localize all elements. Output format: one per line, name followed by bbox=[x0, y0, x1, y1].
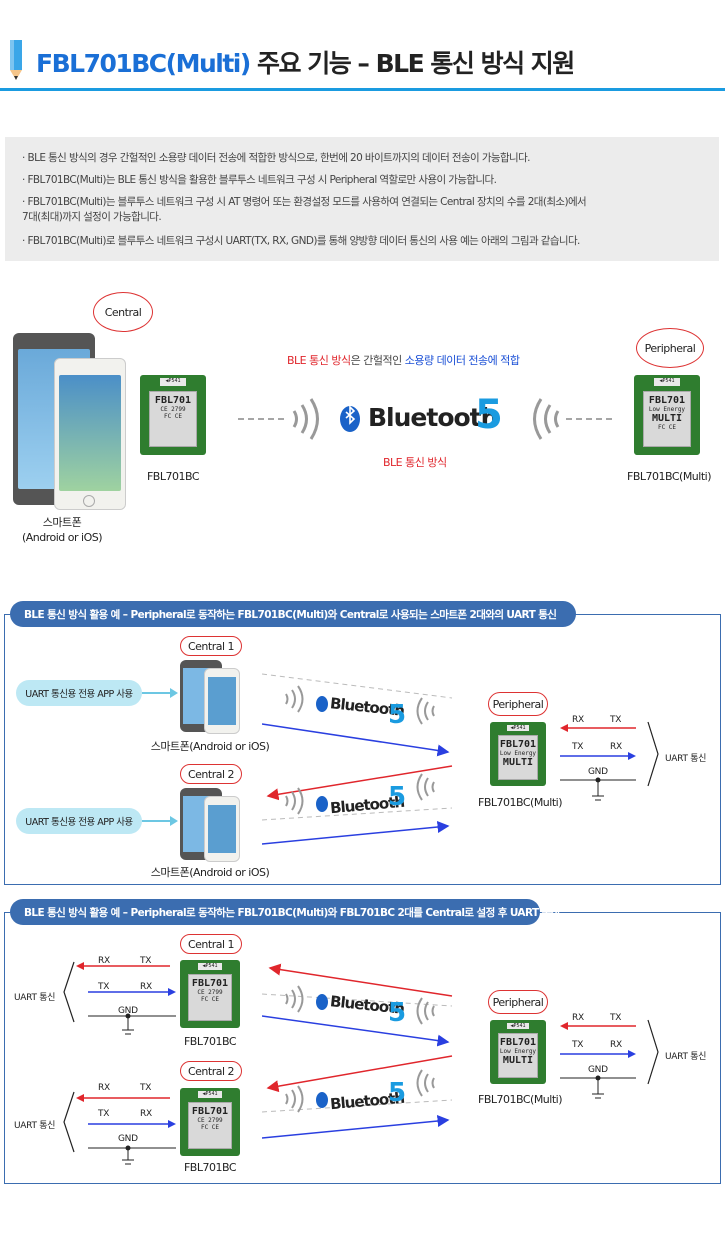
gnd-label-s2a: GND bbox=[118, 1006, 138, 1016]
peripheral-badge-s2: Peripheral bbox=[488, 990, 548, 1014]
gnd-label-s1: GND bbox=[588, 767, 608, 777]
uart-wiring-s2b bbox=[63, 1091, 176, 1165]
ble-tagline: BLE 통신 방식은 간헐적인 소용량 데이터 전송에 적합 bbox=[287, 354, 520, 367]
uart-label-s2c: UART 통신 bbox=[665, 1052, 707, 1062]
arrow-to-phone-2 bbox=[142, 816, 178, 826]
peripheral-badge: Peripheral bbox=[636, 328, 704, 368]
note-1: · BLE 통신 방식의 경우 간헐적인 소용량 데이터 전송에 적합한 방식으… bbox=[22, 152, 530, 164]
module-left-label: FBL701BC bbox=[146, 470, 200, 483]
tx-label-s2b: TX bbox=[98, 982, 110, 992]
uart-wiring-s2c bbox=[560, 1019, 659, 1099]
module-label-s2a: FBL701BC bbox=[183, 1035, 237, 1048]
module-right-label: FBL701BC(Multi) bbox=[626, 470, 712, 483]
rx-label-s1b: RX bbox=[610, 742, 622, 752]
rx-label-s2e: RX bbox=[572, 1013, 584, 1023]
note-3: · FBL701BC(Multi)는 블루투스 네트워크 구성 시 AT 명령어… bbox=[22, 196, 587, 208]
rx-label-s2a: RX bbox=[98, 956, 110, 966]
title-underline bbox=[0, 88, 725, 91]
phone-2-iphone bbox=[204, 796, 240, 862]
bluetooth-version: 5 bbox=[475, 392, 503, 438]
app-button-2[interactable]: UART 통신용 전용 APP 사용 bbox=[16, 808, 142, 834]
section2-link-arrows bbox=[262, 963, 453, 1139]
central1-badge: Central 1 bbox=[180, 636, 242, 656]
bluetooth-link-overview bbox=[238, 398, 614, 440]
bt-version-s1b: 5 bbox=[388, 782, 406, 812]
gnd-label-s2b: GND bbox=[118, 1134, 138, 1144]
app-button-1[interactable]: UART 통신용 전용 APP 사용 bbox=[16, 680, 142, 706]
note-4: · FBL701BC(Multi)로 블루투스 네트워크 구성시 UART(TX… bbox=[22, 235, 580, 247]
uart-label-s2b: UART 통신 bbox=[14, 1121, 56, 1131]
peripheral-badge-s1: Peripheral bbox=[488, 692, 548, 716]
pencil-icon bbox=[10, 40, 22, 80]
tx-label-s2c: TX bbox=[140, 1083, 152, 1093]
central2-badge: Central 2 bbox=[180, 764, 242, 784]
title-model: FBL701BC(Multi) bbox=[36, 49, 251, 78]
peripheral-module-label-s2: FBL701BC(Multi) bbox=[477, 1093, 563, 1106]
rx-label-s2c: RX bbox=[98, 1083, 110, 1093]
peripheral-module-label-s1: FBL701BC(Multi) bbox=[477, 796, 563, 809]
rx-label-s2d: RX bbox=[140, 1109, 152, 1119]
note-3b: 7대(최대)까지 설정이 가능합니다. bbox=[22, 211, 162, 223]
section1-link-arrows bbox=[262, 673, 453, 845]
note-2: · FBL701BC(Multi)는 BLE 통신 방식을 활용한 블루투스 네… bbox=[22, 174, 497, 186]
rx-label-s1a: RX bbox=[572, 715, 584, 725]
tx-label-s2f: TX bbox=[572, 1040, 584, 1050]
arrow-to-phone-1 bbox=[142, 688, 178, 698]
section2-title: BLE 통신 방식 활용 예 – Peripheral로 동작하는 FBL701… bbox=[10, 899, 560, 925]
uart-label-s2a: UART 통신 bbox=[14, 993, 56, 1003]
central2-badge-s2: Central 2 bbox=[180, 1061, 242, 1081]
title-rest: 주요 기능 – BLE 통신 방식 지원 bbox=[257, 49, 575, 78]
rx-label-s2f: RX bbox=[610, 1040, 622, 1050]
uart-wiring-s1 bbox=[560, 721, 659, 801]
iphone bbox=[54, 358, 126, 510]
tx-label-s2e: TX bbox=[610, 1013, 622, 1023]
bt-version-s1a: 5 bbox=[388, 700, 406, 730]
phone-label-1: 스마트폰(Android or iOS) bbox=[150, 740, 270, 753]
central-badge: Central bbox=[93, 292, 153, 332]
page-title: FBL701BC(Multi) 주요 기능 – BLE 통신 방식 지원 bbox=[36, 44, 575, 80]
section1-title: BLE 통신 방식 활용 예 – Peripheral로 동작하는 FBL701… bbox=[10, 601, 576, 627]
tx-label-s1b: TX bbox=[572, 742, 584, 752]
bt-version-s2b: 5 bbox=[388, 1078, 406, 1108]
rx-label-s2b: RX bbox=[140, 982, 152, 992]
ble-caption: BLE 통신 방식 bbox=[383, 456, 447, 469]
gnd-label-s2c: GND bbox=[588, 1065, 608, 1075]
phone-label-2: 스마트폰(Android or iOS) bbox=[150, 866, 270, 879]
phone-1-iphone bbox=[204, 668, 240, 734]
notes-box: · BLE 통신 방식의 경우 간헐적인 소용량 데이터 전송에 적합한 방식으… bbox=[5, 137, 719, 261]
module-label-s2b: FBL701BC bbox=[183, 1161, 237, 1174]
bluetooth-wordmark: Bluetooth bbox=[368, 403, 498, 432]
uart-label-s1: UART 통신 bbox=[665, 754, 707, 764]
tx-label-s1a: TX bbox=[610, 715, 622, 725]
central1-badge-s2: Central 1 bbox=[180, 934, 242, 954]
bt-version-s2a: 5 bbox=[388, 998, 406, 1028]
smartphone-os-label: (Android or iOS) bbox=[21, 531, 103, 544]
smartphone-label: 스마트폰 bbox=[42, 516, 82, 529]
tx-label-s2d: TX bbox=[98, 1109, 110, 1119]
uart-wiring-s2a bbox=[63, 961, 176, 1035]
tx-label-s2a: TX bbox=[140, 956, 152, 966]
